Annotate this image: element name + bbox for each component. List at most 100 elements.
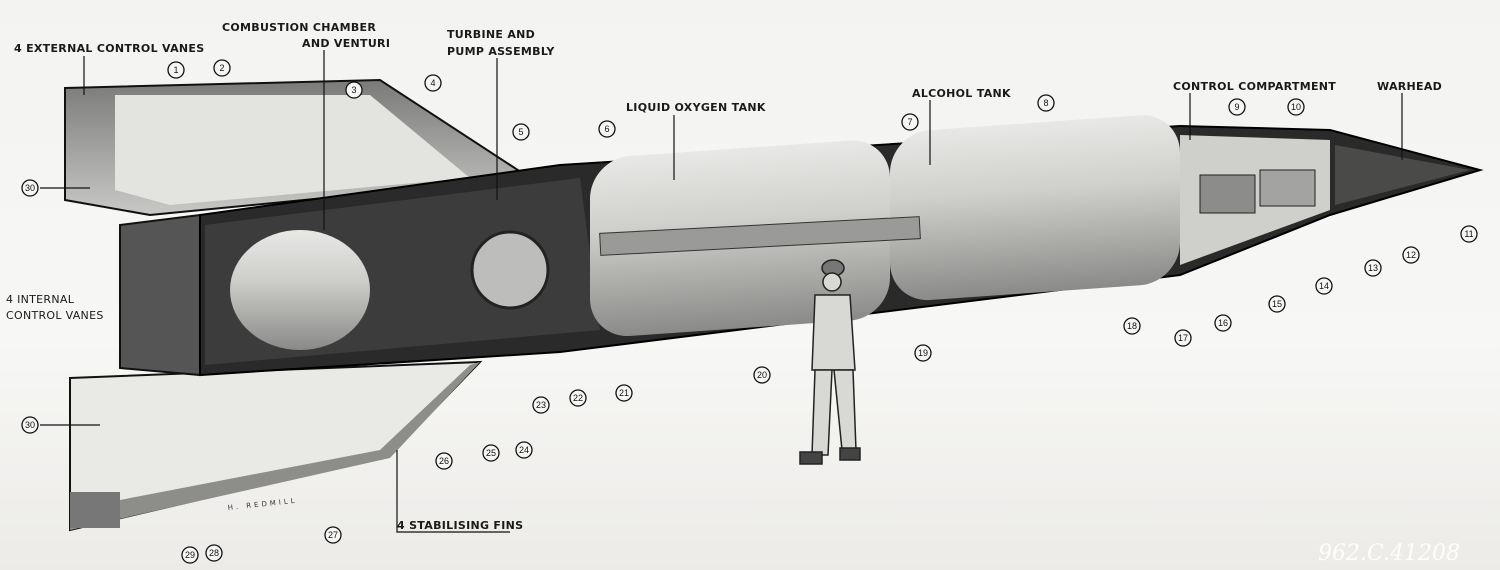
callout-circle [1037, 94, 1055, 112]
callout-circle [345, 81, 363, 99]
callout-21: 21 [615, 384, 633, 402]
label-stabilising-fins: 4 STABILISING FINS [397, 519, 523, 532]
label-control-compartment: CONTROL COMPARTMENT [1173, 80, 1336, 93]
callout-5: 5 [512, 123, 530, 141]
callout-circle [1174, 329, 1192, 347]
artist-signature: H. REDMILL [227, 497, 298, 512]
callout-circle [1364, 259, 1382, 277]
callout-30: 30 [21, 179, 39, 197]
label-pump-assembly: PUMP ASSEMBLY [447, 45, 555, 58]
callout-circle [598, 120, 616, 138]
callout-number: 15 [1272, 299, 1282, 309]
callout-9: 9 [1228, 98, 1246, 116]
callout-26: 26 [435, 452, 453, 470]
callout-6: 6 [598, 120, 616, 138]
callout-4: 4 [424, 74, 442, 92]
callout-2: 2 [213, 59, 231, 77]
callout-16: 16 [1214, 314, 1232, 332]
callout-14: 14 [1315, 277, 1333, 295]
callout-number: 4 [430, 78, 435, 88]
callout-number: 11 [1464, 229, 1473, 239]
callout-number: 26 [439, 456, 449, 466]
callout-12: 12 [1402, 246, 1420, 264]
callout-24: 24 [515, 441, 533, 459]
callout-circle [1315, 277, 1333, 295]
callout-number: 2 [219, 63, 224, 73]
feed-pipe [599, 216, 921, 256]
callout-27: 27 [324, 526, 342, 544]
callout-number: 1 [173, 65, 178, 75]
callout-7: 7 [901, 113, 919, 131]
callout-28: 28 [205, 544, 223, 562]
callout-circle [753, 366, 771, 384]
callout-circle [901, 113, 919, 131]
callout-number: 27 [328, 530, 338, 540]
callout-circle [435, 452, 453, 470]
label-internal-vanes-1: 4 INTERNAL [6, 293, 75, 306]
callout-circle [424, 74, 442, 92]
callout-25: 25 [482, 444, 500, 462]
callout-15: 15 [1268, 295, 1286, 313]
callout-number: 7 [907, 117, 912, 127]
leader-lines [40, 50, 1403, 533]
callout-number: 21 [619, 388, 629, 398]
label-external-control-vanes: 4 EXTERNAL CONTROL VANES [14, 42, 204, 55]
warhead [1335, 145, 1470, 205]
callout-19: 19 [914, 344, 932, 362]
tail-section [119, 213, 201, 377]
callout-circle [1123, 317, 1141, 335]
lower-fin-block [70, 492, 120, 528]
callout-number: 22 [573, 393, 583, 403]
label-combustion-chamber: COMBUSTION CHAMBER [222, 21, 376, 34]
callout-number: 18 [1127, 321, 1137, 331]
callout-number: 19 [918, 348, 928, 358]
callout-17: 17 [1174, 329, 1192, 347]
callout-8: 8 [1037, 94, 1055, 112]
label-alcohol-tank: ALCOHOL TANK [912, 87, 1011, 100]
callout-circle [213, 59, 231, 77]
alcohol-tank [890, 115, 1180, 301]
callout-circle [615, 384, 633, 402]
callout-number: 14 [1319, 281, 1329, 291]
callout-10: 10 [1287, 98, 1305, 116]
callout-1: 1 [167, 61, 185, 79]
callout-20: 20 [753, 366, 771, 384]
callout-circle [482, 444, 500, 462]
callout-number: 17 [1178, 333, 1188, 343]
callout-circle [1460, 225, 1478, 243]
callout-11: 11 [1460, 225, 1478, 243]
combustion-chamber [230, 230, 370, 350]
upper-fin-inner [115, 95, 470, 205]
callout-circle [181, 546, 199, 564]
control-box-2 [1259, 169, 1316, 207]
label-warhead: WARHEAD [1377, 80, 1442, 93]
callout-number: 30 [25, 420, 35, 430]
callout-circle [205, 544, 223, 562]
callout-circle [512, 123, 530, 141]
callout-30: 30 [21, 416, 39, 434]
callout-circle [1214, 314, 1232, 332]
callout-number: 12 [1406, 250, 1416, 260]
callout-13: 13 [1364, 259, 1382, 277]
callout-number: 20 [757, 370, 767, 380]
callout-circle [515, 441, 533, 459]
label-liquid-oxygen-tank: LIQUID OXYGEN TANK [626, 101, 766, 114]
callout-number: 9 [1234, 102, 1239, 112]
callout-number: 29 [185, 550, 195, 560]
callout-number: 10 [1291, 102, 1301, 112]
callout-circle [914, 344, 932, 362]
callout-number: 6 [604, 124, 609, 134]
callout-number: 8 [1043, 98, 1048, 108]
label-internal-vanes-2: CONTROL VANES [6, 309, 104, 322]
label-and-venturi: AND VENTURI [302, 37, 390, 50]
callout-number: 28 [209, 548, 219, 558]
callout-circle [324, 526, 342, 544]
callout-circle [569, 389, 587, 407]
callout-number: 23 [536, 400, 546, 410]
callout-18: 18 [1123, 317, 1141, 335]
callout-number: 24 [519, 445, 529, 455]
callout-number: 25 [486, 448, 496, 458]
callout-circle [1228, 98, 1246, 116]
